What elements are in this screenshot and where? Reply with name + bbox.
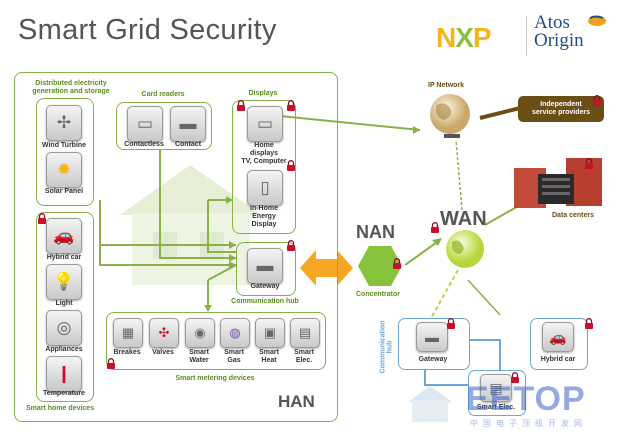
smart-home-panel — [36, 212, 94, 402]
wind-turbine-label: Wind Turbine — [41, 142, 87, 149]
hybrid-car-icon: 🚗 — [46, 218, 82, 254]
contact-label: Contact — [174, 141, 202, 148]
padlock-icon — [511, 372, 519, 383]
valves-label: Valves — [152, 349, 174, 356]
padlock-icon — [38, 213, 46, 224]
data-centers-label: Data centers — [552, 212, 595, 219]
gas-meter-icon: ◍ — [220, 318, 250, 348]
independent-service-providers-box — [518, 96, 604, 122]
gateway-label: Gateway — [250, 283, 280, 290]
padlock-icon — [431, 222, 439, 233]
nxp-logo-letter-n: N — [436, 22, 456, 53]
han-label: HAN — [278, 392, 315, 411]
remote-communication-hub-label: Communication hub — [379, 320, 394, 374]
nxp-logo: NXP — [436, 22, 492, 54]
padlock-icon — [593, 95, 601, 106]
concentrator-hexagon — [358, 246, 402, 286]
smart-gas-label: Smart Gas — [224, 349, 244, 364]
remote-gateway-label: Gateway — [418, 356, 448, 363]
remote-smart-elec-label: Smart Elec. — [476, 404, 516, 411]
communication-hub-panel — [236, 242, 296, 296]
wan-label: WAN — [440, 208, 487, 230]
appliances-label: Appliances — [45, 346, 83, 353]
atos-logo-line1: Atos — [534, 12, 570, 33]
watermark: EETOP — [466, 380, 586, 418]
concentrator-label: Concentrator — [356, 291, 400, 298]
water-meter-icon: ◉ — [185, 318, 215, 348]
card-readers-panel — [116, 102, 212, 150]
contactless-card-icon: ▭ — [127, 106, 163, 142]
light-label: Light — [55, 300, 73, 307]
displays-label: Displays — [248, 90, 278, 97]
watermark-subtitle: 中国电子顶级开发网 — [470, 419, 587, 428]
home-displays-label: Home displays TV, Computer — [241, 142, 287, 165]
padlock-icon — [287, 240, 295, 251]
remote-smart-elec-icon: ▤ — [480, 374, 512, 402]
padlock-icon — [447, 318, 455, 329]
heat-meter-icon: ▣ — [255, 318, 285, 348]
smart-water-label: Smart Water — [189, 349, 209, 364]
fish-icon — [588, 15, 606, 26]
wind-turbine-icon: ✢ — [46, 105, 82, 141]
displays-panel — [232, 100, 296, 234]
padlock-icon — [393, 258, 401, 269]
atos-origin-logo: Atos Origin — [534, 12, 584, 51]
hybrid-car-label: Hybrid car — [46, 254, 82, 261]
remote-hybrid-car-label: Hybrid car — [540, 356, 576, 363]
generation-panel — [36, 98, 94, 206]
communication-hub-label: Communication hub — [231, 298, 299, 305]
breakes-label: Breakes — [113, 349, 141, 356]
double-arrow — [300, 250, 353, 286]
remote-hybrid-car-icon: 🚗 — [542, 322, 574, 352]
solar-panel-icon: ✹ — [46, 152, 82, 188]
washing-machine-icon: ◎ — [46, 310, 82, 346]
valve-icon: ✣ — [149, 318, 179, 348]
generation-label: Distributed electricity generation and s… — [32, 80, 110, 95]
wan-globe-icon — [446, 230, 484, 268]
padlock-icon — [287, 100, 295, 111]
nxp-logo-letter-p: P — [472, 22, 492, 53]
in-home-energy-display-label: In-Home Energy Display — [250, 205, 278, 228]
logo-divider — [526, 16, 527, 56]
page-title: Smart Grid Security — [18, 14, 277, 46]
gateway-icon: ▬ — [247, 248, 283, 284]
solar-panel-label: Solar Panel — [44, 188, 84, 195]
thermometer-icon: ❙ — [46, 356, 82, 392]
electricity-meter-icon: ▤ — [290, 318, 320, 348]
ip-network-globe-icon — [430, 94, 470, 138]
light-bulb-icon: 💡 — [46, 264, 82, 300]
data-centers-icon — [514, 158, 602, 208]
padlock-icon — [585, 158, 593, 169]
nan-label: NAN — [356, 222, 395, 242]
energy-display-icon: ▯ — [247, 170, 283, 206]
card-readers-label: Card readers — [141, 91, 185, 98]
padlock-icon — [585, 318, 593, 329]
ip-network-label: IP Network — [428, 82, 465, 89]
contact-card-icon: ▬ — [170, 106, 206, 142]
atos-logo-line2: Origin — [534, 30, 584, 51]
han-panel — [14, 72, 338, 422]
smart-elec-label: Smart Elec. — [294, 349, 314, 364]
nxp-logo-letter-x: X — [455, 22, 474, 53]
contactless-label: Contactless — [124, 141, 164, 148]
padlock-icon — [107, 358, 115, 369]
padlock-icon — [237, 100, 245, 111]
smart-metering-panel — [106, 312, 326, 370]
smart-home-label: Smart home devices — [26, 405, 95, 412]
temperature-label: Temperature — [43, 390, 85, 397]
padlock-icon — [287, 160, 295, 171]
remote-gateway-icon: ▬ — [416, 322, 448, 352]
independent-service-providers-label: Independent service providers — [532, 101, 590, 116]
monitor-icon: ▭ — [247, 106, 283, 142]
smart-heat-label: Smart Heat — [259, 349, 279, 364]
smart-metering-label: Smart metering devices — [175, 375, 255, 382]
breaker-icon: ▦ — [113, 318, 143, 348]
